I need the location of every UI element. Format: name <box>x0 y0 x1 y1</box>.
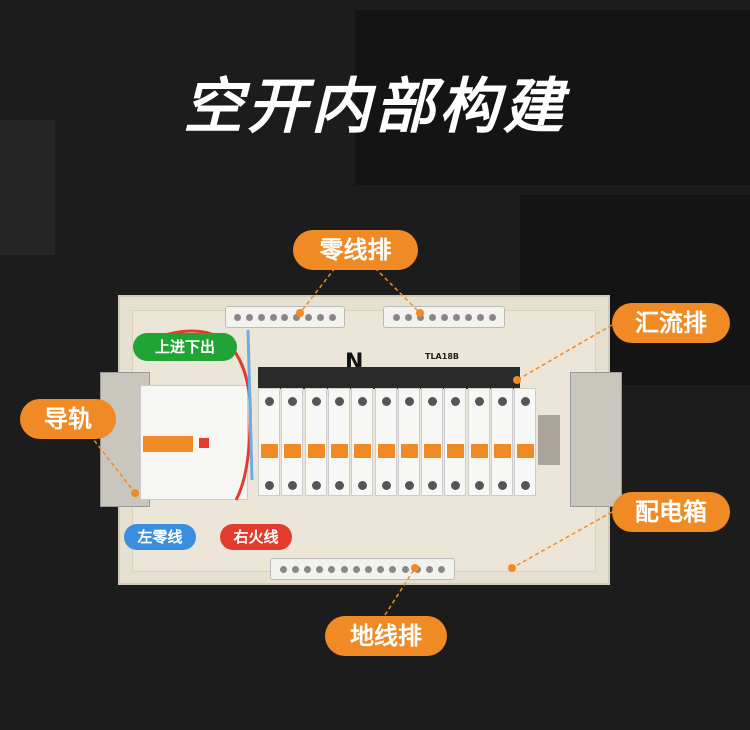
terminal-screw <box>451 397 461 406</box>
terminal-screw <box>381 481 391 490</box>
terminal-screw <box>288 397 298 406</box>
model-label: TLA18B <box>425 352 459 361</box>
breaker-handle <box>400 444 418 458</box>
branch-breaker <box>467 388 490 496</box>
breaker-handle <box>354 444 372 458</box>
terminal-screw <box>404 397 414 406</box>
test-button <box>199 438 209 448</box>
right-rail <box>570 372 622 507</box>
terminal-screw <box>381 397 391 406</box>
breaker-handle <box>284 444 302 458</box>
branch-breaker <box>258 388 280 496</box>
branch-breaker <box>374 388 397 496</box>
terminal-screw <box>404 481 414 490</box>
terminal-screw <box>498 481 507 490</box>
terminal-screw <box>521 481 531 490</box>
breaker-handle <box>470 444 488 458</box>
label-in-out: 上进下出 <box>133 333 237 361</box>
breaker-handle <box>517 444 535 458</box>
terminal-screw <box>265 397 274 406</box>
background-panel <box>0 120 55 255</box>
branch-breaker <box>514 388 537 496</box>
branch-breaker <box>444 388 467 496</box>
busbar-cover <box>258 367 520 389</box>
label-rail: 导轨 <box>20 399 116 439</box>
terminal-screw <box>358 397 368 406</box>
branch-breaker <box>397 388 420 496</box>
terminal-screw <box>288 481 298 490</box>
branch-breaker <box>351 388 374 496</box>
branch-breaker <box>327 388 350 496</box>
terminal-screw <box>358 481 368 490</box>
terminal-screw <box>451 481 461 490</box>
background-panel <box>355 10 750 185</box>
breaker-handle <box>377 444 395 458</box>
label-right-live: 右火线 <box>220 524 292 550</box>
branch-breaker <box>304 388 327 496</box>
terminal-screw <box>311 397 321 406</box>
breaker-handle <box>330 444 348 458</box>
breaker-handle <box>143 436 193 452</box>
breaker-handle <box>307 444 325 458</box>
terminal-screw <box>428 397 438 406</box>
main-rcbo-breaker <box>140 385 248 500</box>
branch-breaker <box>421 388 444 496</box>
terminal-screw <box>474 397 484 406</box>
terminal-screw <box>334 481 344 490</box>
terminal-screw <box>474 481 484 490</box>
terminal-screw <box>334 397 344 406</box>
label-box: 配电箱 <box>612 492 730 532</box>
terminal-screw <box>498 397 507 406</box>
breaker-handle <box>447 444 465 458</box>
terminal-screw <box>428 481 438 490</box>
breaker-handle <box>494 444 511 458</box>
terminal-screw <box>265 481 274 490</box>
label-ground-bar: 地线排 <box>325 616 447 656</box>
terminal-screw <box>311 481 321 490</box>
terminal-screw <box>521 397 531 406</box>
breaker-handle <box>424 444 442 458</box>
neutral-bar-left <box>225 306 345 328</box>
label-busbar: 汇流排 <box>612 303 730 343</box>
branch-breaker <box>281 388 304 496</box>
label-neutral-bar: 零线排 <box>293 230 418 270</box>
label-left-neutral: 左零线 <box>124 524 196 550</box>
breaker-handle <box>261 444 278 458</box>
branch-breaker <box>491 388 513 496</box>
rail-end-clamp <box>538 415 560 465</box>
ground-bar <box>270 558 455 580</box>
page-title: 空开内部构建 <box>183 72 567 142</box>
